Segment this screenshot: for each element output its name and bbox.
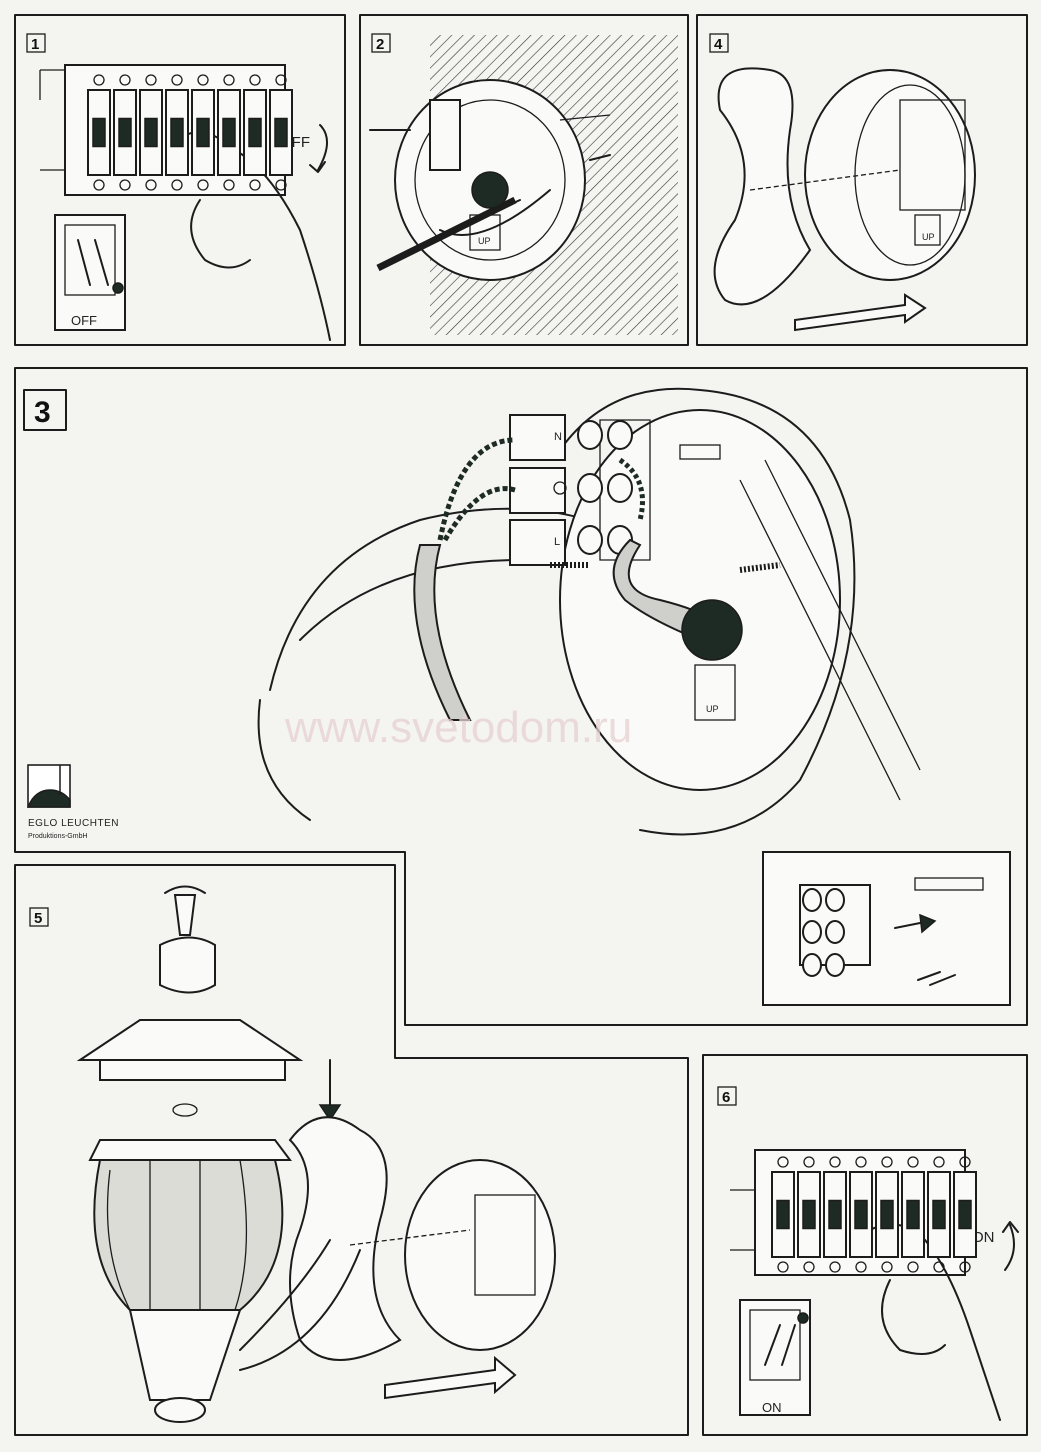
screw-icon	[275, 179, 287, 191]
panel-step-4	[696, 14, 1028, 346]
screw-icon	[249, 179, 261, 191]
terminal-detail	[799, 877, 984, 986]
screw-icon	[119, 179, 131, 191]
svg-text:N: N	[554, 431, 562, 443]
brand-subtitle: Produktions-GmbH	[28, 833, 88, 840]
screw-icon	[959, 1156, 971, 1168]
svg-text:5: 5	[34, 910, 42, 927]
step-number-3: 3	[23, 389, 67, 431]
screw-icon	[93, 74, 105, 86]
screw-icon	[777, 1261, 789, 1273]
on-box-label: ON	[762, 1400, 782, 1415]
screw-icon	[197, 179, 209, 191]
step-number-6: 6	[717, 1086, 737, 1106]
screw-icon	[223, 74, 235, 86]
screw-icon	[933, 1261, 945, 1273]
breaker-toggle	[248, 117, 262, 148]
panel-step-1	[14, 14, 346, 346]
terminal-block: N L	[509, 414, 633, 566]
breaker-toggle	[932, 1199, 946, 1230]
screw-icon	[959, 1261, 971, 1273]
arrow-down-icon	[318, 1104, 342, 1122]
on-label: ON	[972, 1229, 995, 1246]
screw-icon	[803, 1261, 815, 1273]
breaker-toggle	[776, 1199, 790, 1230]
screw-icon	[171, 74, 183, 86]
screw-icon	[933, 1156, 945, 1168]
breaker-toggle	[274, 117, 288, 148]
svg-text:4: 4	[714, 36, 723, 53]
breaker-toggle	[958, 1199, 972, 1230]
arrow-right-icon	[794, 293, 927, 332]
breaker-toggle	[118, 117, 132, 148]
panel-step-2	[359, 14, 689, 346]
switch-box-off	[54, 214, 126, 331]
svg-text:2: 2	[376, 36, 384, 53]
arrow-right-icon	[919, 913, 937, 934]
breaker-toggle	[196, 117, 210, 148]
breaker-toggle	[880, 1199, 894, 1230]
breaker-toggle	[144, 117, 158, 148]
screw-icon	[803, 1156, 815, 1168]
screw-icon	[907, 1156, 919, 1168]
screw-icon	[881, 1261, 893, 1273]
screw-icon	[777, 1156, 789, 1168]
svg-text:1: 1	[31, 36, 39, 53]
screw-icon	[275, 74, 287, 86]
arrow-right-icon	[384, 1355, 517, 1400]
rotate-up-arrow-icon	[1004, 1224, 1015, 1271]
screw-icon	[145, 74, 157, 86]
breaker-switches	[771, 1156, 977, 1273]
breaker-toggle	[170, 117, 184, 148]
rotate-down-arrow-icon	[317, 124, 328, 171]
lantern-assembly	[76, 885, 556, 1423]
screw-icon	[249, 74, 261, 86]
svg-text:UP: UP	[478, 236, 491, 246]
screw-icon	[197, 74, 209, 86]
step-number-2: 2	[371, 33, 391, 53]
screw-icon	[855, 1261, 867, 1273]
screw-icon	[171, 179, 183, 191]
breaker-toggle	[92, 117, 106, 148]
breaker-toggle	[854, 1199, 868, 1230]
screw-icon	[145, 179, 157, 191]
screw-icon	[855, 1156, 867, 1168]
wall-mount-wiring: UP	[369, 35, 678, 335]
watermark: www.svetodom.ru	[284, 703, 632, 752]
terminal-wiring: N L UP	[257, 387, 921, 836]
breaker-toggle	[222, 117, 236, 148]
svg-text:UP: UP	[706, 704, 719, 714]
svg-text:L: L	[554, 536, 560, 548]
breaker-switches	[87, 74, 293, 191]
eglo-logo	[26, 764, 71, 808]
brand-name: EGLO LEUCHTEN	[28, 818, 119, 829]
svg-text:UP: UP	[922, 232, 935, 242]
step-number-4: 4	[709, 33, 729, 53]
panel-step-5	[14, 864, 689, 1436]
bracket-attach: UP	[713, 67, 976, 332]
panel-step-6	[702, 1054, 1028, 1436]
screw-icon	[829, 1156, 841, 1168]
panel-step-3	[14, 367, 1028, 1026]
step-number-1: 1	[26, 33, 46, 53]
breaker-toggle	[906, 1199, 920, 1230]
screw-icon	[119, 74, 131, 86]
breaker-toggle	[828, 1199, 842, 1230]
screw-icon	[881, 1156, 893, 1168]
screw-icon	[907, 1261, 919, 1273]
ground-symbol-icon	[553, 481, 567, 495]
rotate-icon	[164, 885, 206, 894]
screw-icon	[223, 179, 235, 191]
breaker-toggle	[802, 1199, 816, 1230]
off-box-label: OFF	[71, 313, 97, 328]
screw-icon	[829, 1261, 841, 1273]
svg-text:6: 6	[722, 1089, 730, 1106]
svg-text:3: 3	[34, 396, 51, 429]
step-number-5: 5	[29, 907, 49, 927]
screw-icon	[93, 179, 105, 191]
